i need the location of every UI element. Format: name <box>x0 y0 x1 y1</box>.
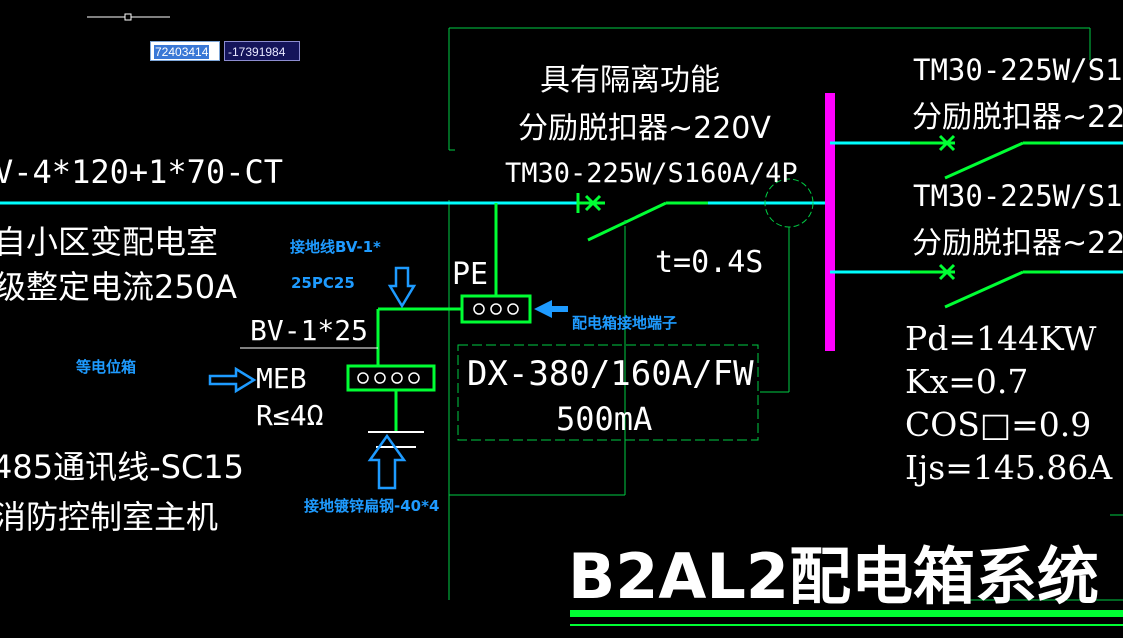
coordinate-y-value: -17391984 <box>228 45 286 59</box>
ground-wire-note: 接地线BV-1* <box>290 238 381 256</box>
meb-note: 等电位箱 <box>76 358 136 376</box>
pe-terminal-block <box>460 294 532 324</box>
conduit-note: 25PC25 <box>291 274 355 292</box>
earth-resistance-label: R≤4Ω <box>256 399 323 432</box>
main-breaker-shunt: 分励脱扣器~220V <box>518 111 771 146</box>
incoming-cable-label: V-4*120+1*70-CT <box>0 153 283 191</box>
pe-label: PE <box>452 257 488 292</box>
outgoing-1-shunt: 分励脱扣器~220 <box>912 100 1123 135</box>
diagram-title: B2AL2配电箱系统 <box>568 540 1099 613</box>
terminal-note: 配电箱接地端子 <box>572 314 677 332</box>
comm-cable-label: 485通讯线-SC15 <box>0 448 244 486</box>
outgoing-1-model: TM30-225W/S125 <box>913 53 1123 87</box>
main-breaker-model: TM30-225W/S160A/4P <box>505 158 798 189</box>
rcd-sensitivity: 500mA <box>556 400 652 438</box>
pe-wiring <box>376 203 498 432</box>
comm-target-label: 消防控制室主机 <box>0 498 218 536</box>
coordinate-x-value: 72403414 <box>154 45 210 59</box>
main-breaker-feature: 具有隔离功能 <box>540 63 720 98</box>
arrow-right-icon <box>208 366 257 394</box>
load-ijs: Ijs=145.86A <box>905 448 1113 487</box>
title-underline <box>570 610 1123 626</box>
earth-ground-icon <box>368 431 424 448</box>
cursor-marker <box>87 13 170 21</box>
enclosure-frame <box>448 27 1123 601</box>
main-breaker-symbol <box>576 193 708 242</box>
incoming-setting-label: 级整定电流250A <box>0 268 237 306</box>
meb-terminal-block <box>346 364 436 392</box>
load-kx: Kx=0.7 <box>905 362 1028 401</box>
rcd-model: DX-380/160A/FW <box>467 354 754 394</box>
steel-note: 接地镀锌扁钢-40*4 <box>304 497 439 515</box>
load-cos: COS□=0.9 <box>905 405 1091 444</box>
coordinate-x-field[interactable]: 72403414 <box>150 41 220 61</box>
current-transformer-symbol <box>760 178 814 393</box>
outgoing-2-model: TM30-225W/S125 <box>913 179 1123 213</box>
meb-label: MEB <box>256 362 307 395</box>
arrow-up-icon <box>367 433 407 490</box>
trip-delay-label: t=0.4S <box>655 245 763 280</box>
arrow-down-icon <box>387 266 417 309</box>
coordinate-y-field[interactable]: -17391984 <box>224 41 300 61</box>
outgoing-feeder-2-line <box>830 263 1123 309</box>
busbar <box>825 93 835 351</box>
outgoing-feeder-1-line <box>830 134 1123 180</box>
arrow-left-icon <box>534 300 568 318</box>
outgoing-2-shunt: 分励脱扣器~220 <box>912 226 1123 261</box>
meb-wire-label: BV-1*25 <box>250 314 368 347</box>
incoming-source-label: 自小区变配电室 <box>0 223 218 261</box>
load-pd: Pd=144KW <box>905 319 1096 358</box>
rcd-dashed-box <box>457 344 759 441</box>
